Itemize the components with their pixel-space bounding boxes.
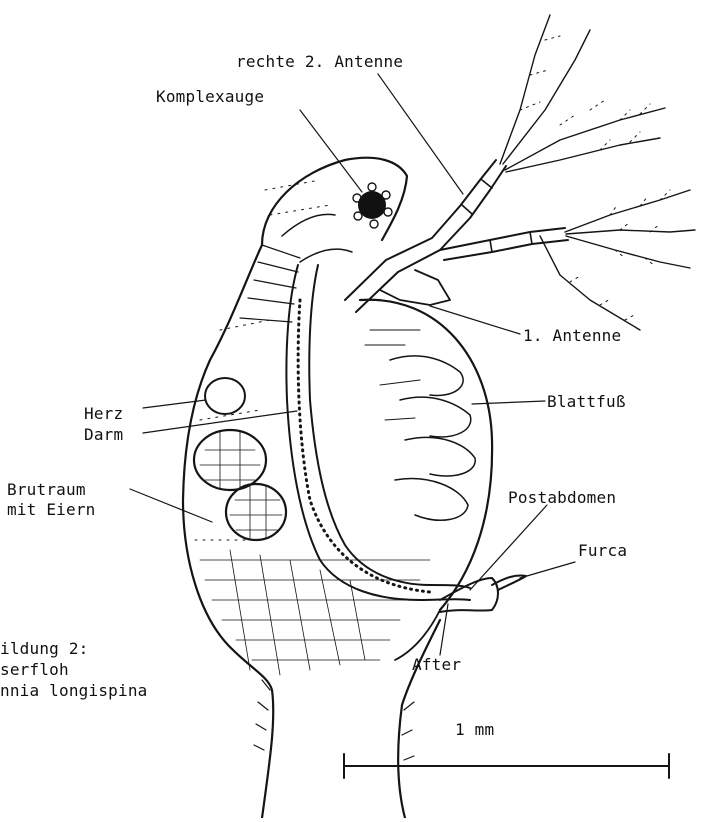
label-postabdomen: Postabdomen	[508, 488, 616, 507]
heart	[205, 378, 245, 414]
label-brood-chamber-1: Brutraum	[7, 480, 86, 499]
label-right-antenna-2: rechte 2. Antenne	[236, 52, 403, 71]
scale-bar	[344, 754, 669, 778]
caption-line-3: nnia longispina	[0, 681, 148, 700]
caption-line-1: ildung 2:	[0, 639, 89, 658]
label-gut: Darm	[84, 425, 123, 444]
carapace-lower-edge	[360, 300, 492, 818]
label-leaf-foot: Blattfuß	[547, 392, 626, 411]
leaf-feet	[365, 330, 475, 520]
caption-line-2: serfloh	[0, 660, 69, 679]
label-anus: After	[412, 655, 461, 674]
label-heart: Herz	[84, 404, 123, 423]
carapace-reticulation	[200, 550, 430, 675]
first-antenna	[380, 270, 450, 305]
scale-bar-label: 1 mm	[455, 720, 494, 739]
eggs	[194, 430, 286, 540]
tail-spine-setae	[254, 680, 414, 760]
label-furca: Furca	[578, 541, 627, 560]
leader-lines	[130, 74, 575, 655]
label-antenna-1: 1. Antenne	[523, 326, 621, 345]
gut-contents	[298, 300, 430, 592]
label-brood-chamber-2: mit Eiern	[7, 500, 96, 519]
compound-eye	[353, 183, 392, 228]
muscle-bands	[240, 245, 300, 322]
label-compound-eye: Komplexauge	[156, 87, 264, 106]
gut-right-wall	[309, 265, 470, 588]
postabdomen	[440, 578, 498, 612]
